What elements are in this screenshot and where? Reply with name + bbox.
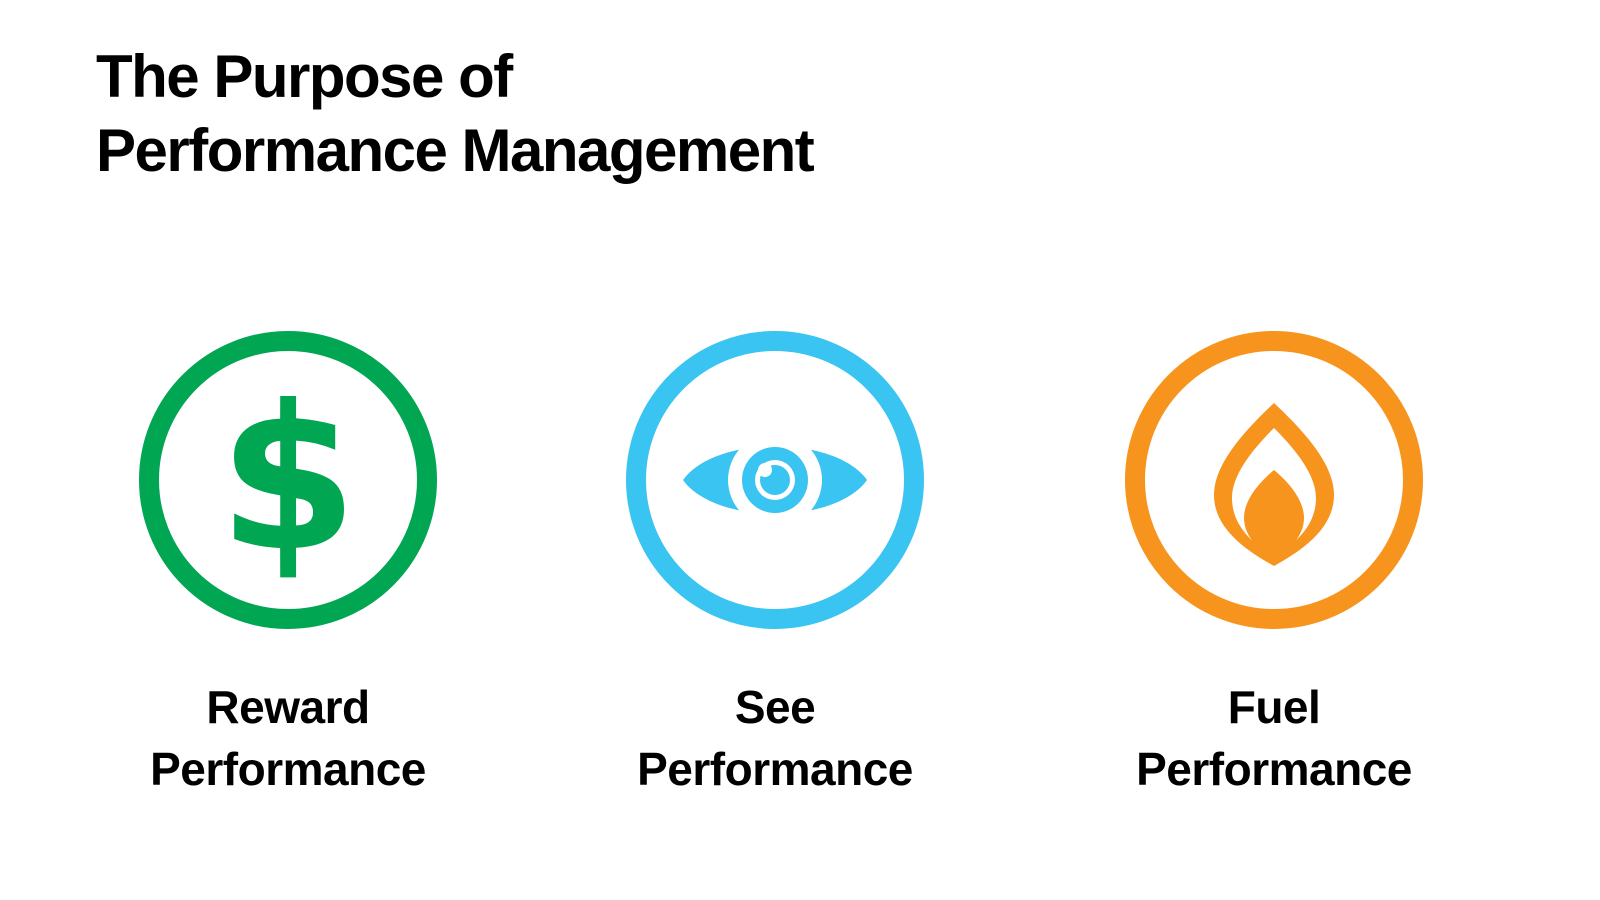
reward-icon-ring: $ <box>138 330 438 630</box>
fuel-performance-item: Fuel Performance <box>1054 330 1494 800</box>
fuel-label-line-1: Fuel <box>1227 681 1321 733</box>
reward-performance-item: $ Reward Performance <box>68 330 508 800</box>
see-icon-ring <box>625 330 925 630</box>
reward-label-line-1: Reward <box>206 681 370 733</box>
fuel-label-line-2: Performance <box>1136 743 1412 795</box>
see-label-line-2: Performance <box>637 743 913 795</box>
fuel-icon-ring <box>1124 330 1424 630</box>
flame-icon <box>1125 331 1423 629</box>
see-label-line-1: See <box>734 681 816 733</box>
see-performance-item: See Performance <box>555 330 995 800</box>
slide-title-line-1: The Purpose of <box>96 43 513 110</box>
eye-icon <box>626 331 924 629</box>
svg-text:$: $ <box>218 363 357 596</box>
reward-performance-label: Reward Performance <box>68 676 508 800</box>
slide-title-line-2: Performance Management <box>96 117 815 184</box>
slide-title: The Purpose of Performance Management <box>96 40 815 188</box>
reward-label-line-2: Performance <box>150 743 426 795</box>
dollar-icon: $ <box>139 331 437 629</box>
fuel-performance-label: Fuel Performance <box>1054 676 1494 800</box>
see-performance-label: See Performance <box>555 676 995 800</box>
